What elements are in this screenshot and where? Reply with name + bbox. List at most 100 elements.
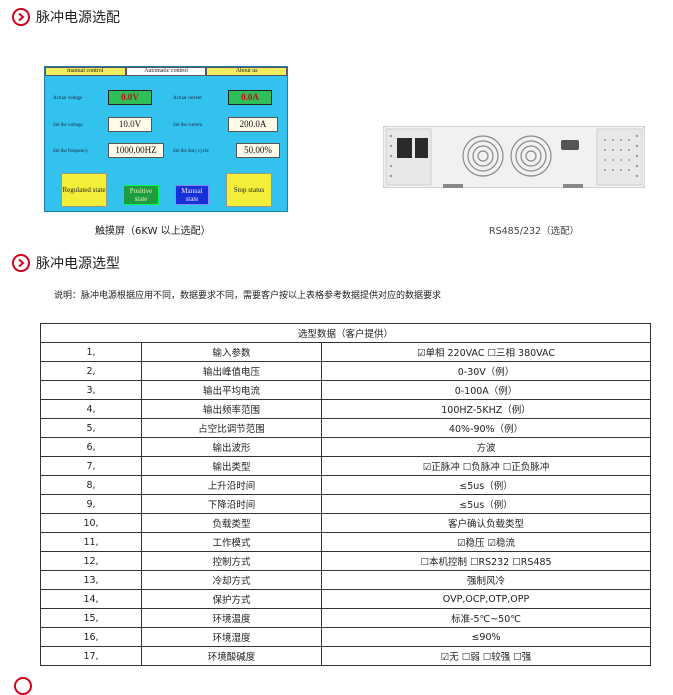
set-current-label: Set the current [173,123,203,128]
table-row: 12,控制方式☐本机控制 ☐RS232 ☐RS485 [40,551,651,571]
row-item: 输入参数 [141,342,322,362]
row-value: ☐本机控制 ☐RS232 ☐RS485 [321,551,651,571]
row-number: 4, [40,399,142,419]
table-header-row: 选型数据（客户提供） [40,323,651,343]
row-value: 0-100A（例） [321,380,651,400]
selection-note: 说明：脉冲电源根据应用不同，数据要求不同，需要客户按以上表格参考数据提供对应的数… [54,291,442,301]
row-item: 输出波形 [141,437,322,457]
set-duty-cycle-input[interactable]: 50.00% [236,143,280,158]
row-value: 方波 [321,437,651,457]
row-item: 占空比调节范围 [141,418,322,438]
row-number: 10, [40,513,142,533]
row-value: ☑单相 220VAC ☐三相 380VAC [321,342,651,362]
power-supply-device-image [383,126,645,188]
table-row: 13,冷却方式强制风冷 [40,570,651,590]
set-duty-cycle-label: Set the duty cycle [173,149,209,154]
row-number: 5, [40,418,142,438]
row-value: ≤90% [321,627,651,647]
row-number: 16, [40,627,142,647]
row-value: 0-30V（例） [321,361,651,381]
row-item: 冷却方式 [141,570,322,590]
positive-state-button[interactable]: Positive state [123,185,159,205]
tab-automatic-control[interactable]: Automatic control [125,67,207,76]
row-value: 40%-90%（例） [321,418,651,438]
tab-about-us[interactable]: About us [206,67,288,76]
row-number: 11, [40,532,142,552]
row-item: 环境酸碱度 [141,646,322,666]
set-voltage-label: Set the voltage [53,123,83,128]
row-item: 上升沿时间 [141,475,322,495]
table-row: 10,负载类型客户确认负载类型 [40,513,651,533]
row-value: 100HZ-5KHZ（例） [321,399,651,419]
table-row: 17,环境酸碱度☑无 ☐弱 ☐较强 ☐强 [40,646,651,666]
row-value: ☑无 ☐弱 ☐较强 ☐强 [321,646,651,666]
row-item: 负载类型 [141,513,322,533]
row-number: 6, [40,437,142,457]
table-row: 9,下降沿时间≤5us（例） [40,494,651,514]
row-item: 输出峰值电压 [141,361,322,381]
row-value: 标准-5℃~50℃ [321,608,651,628]
table-header: 选型数据（客户提供） [40,323,651,343]
set-current-input[interactable]: 200.0A [228,117,278,132]
actual-voltage-label: Actual voltage [53,96,83,101]
row-item: 控制方式 [141,551,322,571]
row-item: 工作模式 [141,532,322,552]
actual-voltage-value: 0.0V [108,90,152,105]
row-number: 3, [40,380,142,400]
touch-screen-caption: 触摸屏（6KW 以上选配） [95,226,211,237]
table-row: 1,输入参数☑单相 220VAC ☐三相 380VAC [40,342,651,362]
section-heading-selection: 脉冲电源选型 [12,253,120,273]
row-number: 12, [40,551,142,571]
set-voltage-input[interactable]: 10.0V [108,117,152,132]
actual-current-label: Actual current [173,96,202,101]
row-number: 8, [40,475,142,495]
actual-current-value: 0.0A [228,90,272,105]
row-number: 1, [40,342,142,362]
tab-manual-control[interactable]: manual control [45,67,126,76]
row-item: 环境温度 [141,608,322,628]
row-value: ☑稳压 ☑稳流 [321,532,651,552]
touch-screen-panel: manual control Automatic control About u… [44,66,288,212]
row-number: 7, [40,456,142,476]
stop-status-button[interactable]: Stop status [226,173,272,207]
row-value: ≤5us（例） [321,475,651,495]
panel-tabs: manual control Automatic control About u… [45,67,288,76]
regulated-state-button[interactable]: Regulated state [61,173,107,207]
chevron-right-icon [12,8,30,26]
row-number: 17, [40,646,142,666]
section-heading-options: 脉冲电源选配 [12,7,120,27]
row-number: 13, [40,570,142,590]
row-item: 环境湿度 [141,627,322,647]
row-number: 9, [40,494,142,514]
table-row: 7,输出类型☑正脉冲 ☐负脉冲 ☐正负脉冲 [40,456,651,476]
section-title: 脉冲电源选型 [36,256,120,272]
table-row: 8,上升沿时间≤5us（例） [40,475,651,495]
row-item: 输出平均电流 [141,380,322,400]
set-frequency-input[interactable]: 1000.00HZ [108,143,164,158]
row-item: 输出频率范围 [141,399,322,419]
row-number: 14, [40,589,142,609]
table-row: 16,环境湿度≤90% [40,627,651,647]
table-row: 11,工作模式☑稳压 ☑稳流 [40,532,651,552]
set-frequency-label: Set the frequency [53,149,88,154]
row-number: 15, [40,608,142,628]
row-item: 下降沿时间 [141,494,322,514]
table-row: 15,环境温度标准-5℃~50℃ [40,608,651,628]
chevron-right-icon [14,677,32,695]
rs485-caption: RS485/232（选配） [489,226,580,237]
chevron-right-icon [12,254,30,272]
row-number: 2, [40,361,142,381]
section-title: 脉冲电源选配 [36,10,120,26]
row-item: 输出类型 [141,456,322,476]
row-value: ≤5us（例） [321,494,651,514]
row-value: ☑正脉冲 ☐负脉冲 ☐正负脉冲 [321,456,651,476]
row-value: 客户确认负载类型 [321,513,651,533]
row-item: 保护方式 [141,589,322,609]
manual-state-button[interactable]: Manual state [175,185,209,205]
